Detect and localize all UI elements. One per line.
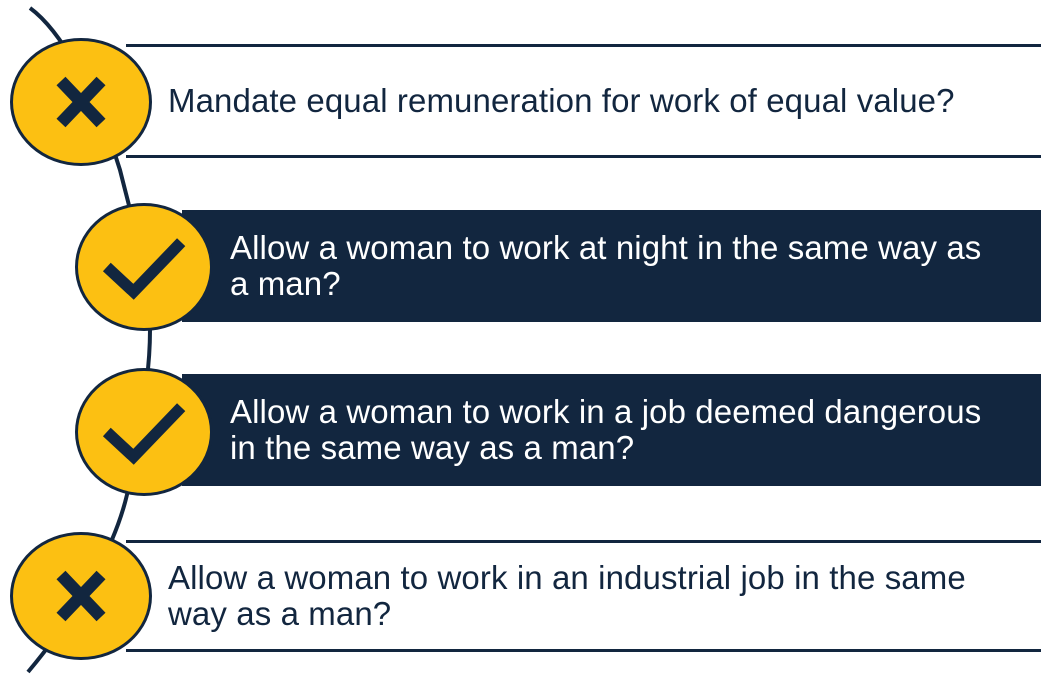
- item-4-text: Allow a woman to work in an industrial j…: [168, 559, 966, 632]
- item-3-text: Allow a woman to work in a job deemed da…: [230, 393, 982, 466]
- check-mark-icon: [102, 403, 186, 465]
- item-1-badge: [10, 38, 152, 166]
- item-3-box: Allow a woman to work in a job deemed da…: [182, 374, 1041, 486]
- item-2-text: Allow a woman to work at night in the sa…: [230, 229, 982, 302]
- item-2-box: Allow a woman to work at night in the sa…: [182, 210, 1041, 322]
- item-4-badge: [10, 532, 152, 660]
- x-mark-icon: [56, 76, 106, 128]
- item-2-badge: [75, 203, 213, 331]
- item-1-box: Mandate equal remuneration for work of e…: [126, 44, 1041, 158]
- check-mark-icon: [102, 238, 186, 300]
- item-4-box: Allow a woman to work in an industrial j…: [126, 540, 1041, 652]
- item-1-text: Mandate equal remuneration for work of e…: [168, 82, 955, 119]
- x-mark-icon: [56, 570, 106, 622]
- item-3-badge: [75, 368, 213, 496]
